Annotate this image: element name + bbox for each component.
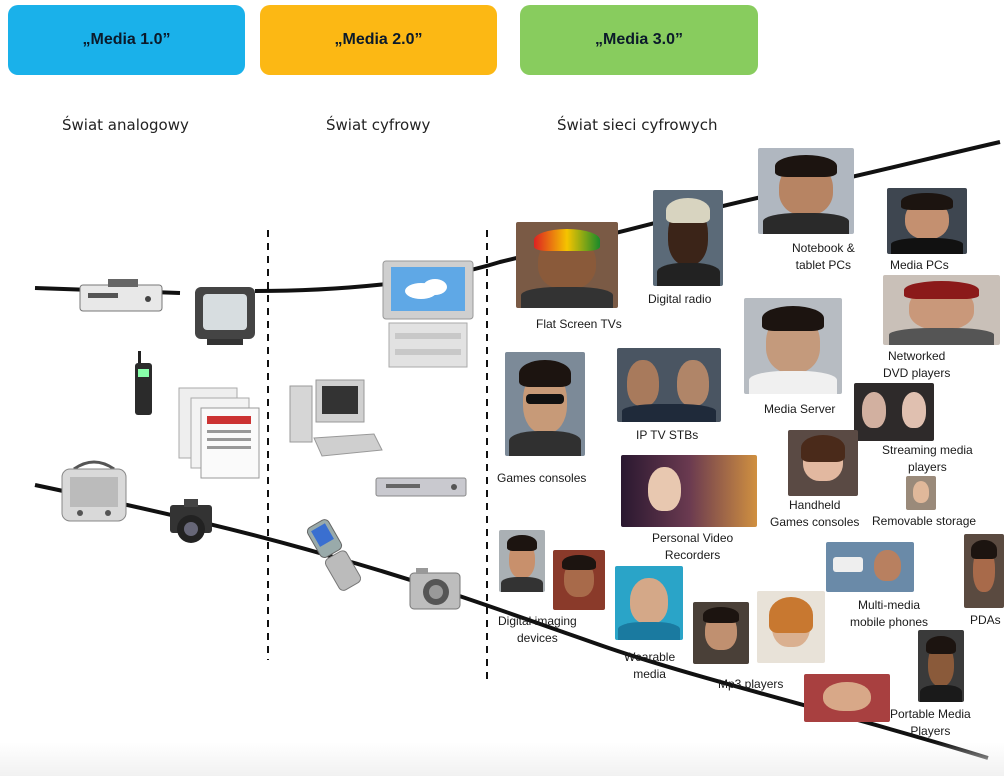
mp3-photo-2 [757,591,825,663]
newspaper-icon [177,386,261,480]
portable-media-photo-2 [918,630,964,702]
networked-dvd-label: Networked DVD players [883,349,951,380]
ip-tv-stbs-label: IP TV STBs [636,428,699,442]
notebook-tablet-label: Notebook & tablet PCs [792,241,855,272]
era-subtitle-networks: Świat sieci cyfrowych [557,116,718,134]
digital-camera-icon [408,565,462,613]
vcr-icon [78,277,164,317]
portable-media-photo-1 [804,674,890,722]
digital-imaging-photo-1 [499,530,545,592]
flip-phone-icon [302,517,366,593]
digital-imaging-photo-2 [553,550,605,610]
radio-icon [60,459,128,523]
multimedia-phones-label: Multi-media mobile phones [850,598,929,629]
media-server-label: Media Server [764,402,836,416]
games-console-photo [505,352,585,456]
era-subtitle-analog: Świat analogowy [62,116,189,134]
multimedia-phone-photo [826,542,914,592]
ip-tv-photo [617,348,721,422]
era-title: „Media 3.0” [594,31,684,48]
era-subtitle-digital: Świat cyfrowy [326,116,431,134]
personal-video-photo [621,455,757,527]
portable-media-label: Portable Media Players [890,707,971,738]
media-pcs-label: Media PCs [890,258,949,272]
era-title: „Media 2.0” [334,31,423,48]
flat-screen-tvs-label: Flat Screen TVs [536,317,622,331]
removable-storage-photo [906,476,936,510]
media-pc-photo [887,188,967,254]
pda-photo [964,534,1004,608]
digital-radio-label: Digital radio [648,292,712,306]
brick-phone-icon [134,351,154,417]
networked-dvd-photo [883,275,1000,345]
digital-imaging-label: Digital imaging devices [498,614,577,645]
flat-screen-tv-photo [516,222,618,308]
removable-storage-label: Removable storage [872,514,977,528]
media-server-photo [744,298,842,394]
mp3-players-label: Mp3 players [718,677,784,691]
streaming-media-label: Streaming media players [882,443,973,474]
flat-tv-icon [381,259,475,371]
mp3-photo-1 [693,602,749,664]
lower-trend-line [34,483,989,760]
era-title: „Media 1.0” [82,31,171,48]
streaming-media-photo [854,383,934,441]
digital-radio-photo [653,190,723,286]
era-box-media-1: „Media 1.0” [8,5,245,75]
wearable-media-label: Wearable media [624,650,676,681]
games-consoles-label: Games consoles [497,471,587,485]
era-box-media-3: „Media 3.0” [520,5,758,75]
handheld-games-label: Handheld Games consoles [770,498,860,529]
wearable-media-photo [615,566,683,640]
crt-tv-icon [193,285,257,347]
notebook-photo [758,148,854,234]
dvd-player-icon [374,474,468,500]
era-box-media-2: „Media 2.0” [260,5,497,75]
handheld-games-photo [788,430,858,496]
personal-video-label: Personal Video Recorders [652,531,734,562]
desktop-pc-icon [288,378,384,458]
film-camera-icon [168,495,214,549]
bottom-fade [0,742,1004,776]
pdas-label: PDAs [970,613,1001,627]
